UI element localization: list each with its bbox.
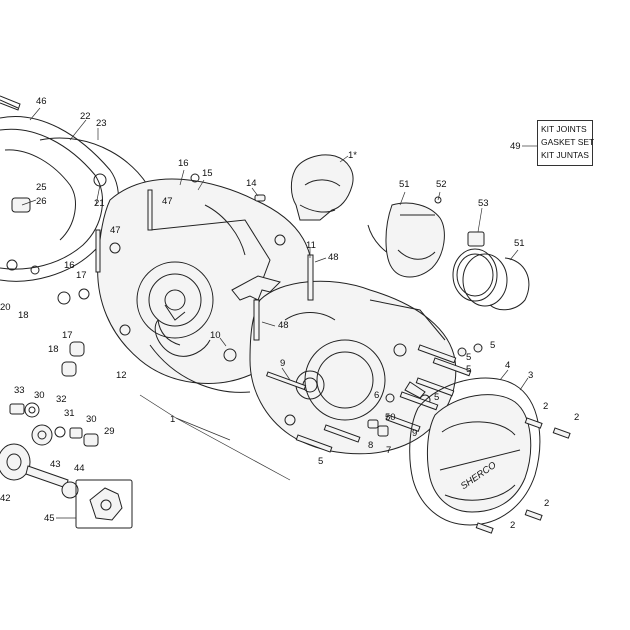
callout-2: 2: [510, 520, 515, 531]
callout-31: 31: [64, 408, 75, 419]
callout-46: 46: [36, 96, 47, 107]
callout-26: 26: [36, 196, 47, 207]
callout-5: 5: [466, 352, 471, 363]
callout-10: 10: [210, 330, 221, 341]
water-pump-parts: [0, 402, 133, 529]
callout-42: 42: [0, 493, 11, 504]
callout-51: 51: [514, 238, 525, 249]
callout-22: 22: [80, 111, 91, 122]
callout-33: 33: [14, 385, 25, 396]
gasket-kit-box: KIT JOINTS GASKET SET KIT JUNTAS: [537, 120, 595, 166]
callout-48: 48: [278, 320, 289, 331]
callout-9: 9: [412, 428, 417, 439]
callout-1-star: 1*: [348, 150, 357, 161]
intake-boot-part: [290, 154, 354, 221]
cover-screws-part: [475, 417, 571, 534]
callout-16: 16: [178, 158, 189, 169]
callout-8: 8: [368, 440, 373, 451]
bracket-plate-part: [231, 275, 281, 301]
callout-45: 45: [44, 513, 55, 524]
bolt-set-part: [265, 343, 483, 453]
callout-18: 18: [18, 310, 29, 321]
leader-lines: [21, 107, 537, 519]
callout-20: 20: [0, 302, 11, 313]
callout-2: 2: [544, 498, 549, 509]
callout-1: 1: [170, 414, 175, 425]
callout-11: 11: [306, 240, 316, 251]
callout-51: 51: [399, 179, 410, 190]
small-fitting-parts: [57, 173, 266, 377]
callout-32: 32: [56, 394, 67, 405]
callout-labels: 46 22 23 16 15 14 1* 25 26 21 47 47 16 1…: [0, 96, 579, 531]
callout-30: 30: [86, 414, 97, 425]
callout-4: 4: [505, 360, 510, 371]
callout-30: 30: [34, 390, 45, 401]
callout-5: 5: [318, 456, 323, 467]
kit-line-joints: KIT JOINTS: [541, 124, 587, 134]
callout-47: 47: [110, 225, 121, 236]
callout-6: 6: [374, 390, 379, 401]
callout-21: 21: [94, 198, 105, 209]
callout-17: 17: [62, 330, 73, 341]
callout-12: 12: [116, 370, 127, 381]
callout-50: 50: [385, 412, 396, 423]
callout-25: 25: [36, 182, 47, 193]
callout-5: 5: [490, 340, 495, 351]
callout-18: 18: [48, 344, 59, 355]
callout-47: 47: [162, 196, 173, 207]
callout-15: 15: [202, 168, 213, 179]
callout-48: 48: [328, 252, 339, 263]
callout-2: 2: [543, 401, 548, 412]
stud-bolts-part: [95, 189, 314, 341]
callout-52: 52: [436, 179, 447, 190]
callout-23: 23: [96, 118, 107, 129]
callout-16: 16: [64, 260, 75, 271]
callout-49: 49: [510, 141, 521, 152]
callout-2: 2: [574, 412, 579, 423]
kit-line-juntas: KIT JUNTAS: [541, 150, 589, 160]
callout-14: 14: [246, 178, 257, 189]
drain-plug-parts: [367, 381, 426, 437]
callout-17: 17: [76, 270, 87, 281]
callout-5: 5: [434, 392, 439, 403]
callout-9: 9: [280, 358, 285, 369]
ignition-cover-part: SHERCO: [409, 377, 541, 526]
callout-7: 7: [386, 445, 391, 456]
callout-3: 3: [528, 370, 533, 381]
kit-line-gasket: GASKET SET: [541, 137, 595, 147]
clamp-bracket-parts: [367, 196, 530, 311]
crankcase-right-part: [249, 280, 457, 455]
callout-29: 29: [104, 426, 115, 437]
callout-53: 53: [478, 198, 489, 209]
callout-43: 43: [50, 459, 61, 470]
clutch-cover-part: [0, 95, 119, 282]
callout-44: 44: [74, 463, 85, 474]
center-gasket-part: [149, 304, 251, 393]
callout-5: 5: [466, 364, 471, 375]
